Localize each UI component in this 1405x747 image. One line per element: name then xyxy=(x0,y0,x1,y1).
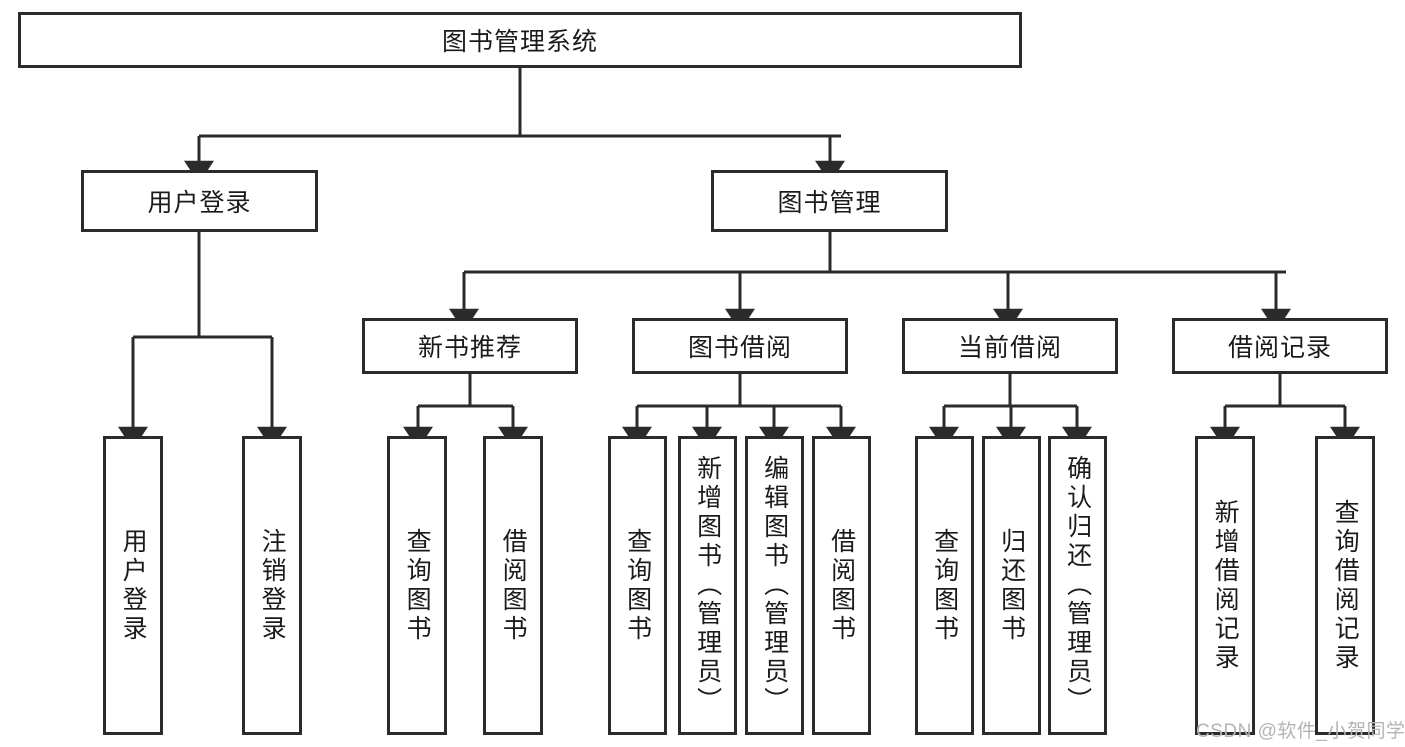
node-book-manage[interactable]: 图书管理 xyxy=(711,170,948,232)
node-leaf-add-record-label: 新增借阅记录 xyxy=(1211,498,1240,673)
node-leaf-user-login-label: 用户登录 xyxy=(119,527,148,644)
node-borrow-record[interactable]: 借阅记录 xyxy=(1172,318,1388,374)
node-leaf-query-book-rec-label: 查询图书 xyxy=(403,527,432,644)
node-current-borrow-label: 当前借阅 xyxy=(957,334,1062,362)
node-new-book-rec[interactable]: 新书推荐 xyxy=(362,318,578,374)
node-leaf-query-book-borrow-label: 查询图书 xyxy=(623,527,652,644)
node-new-book-rec-label: 新书推荐 xyxy=(417,334,522,362)
node-leaf-edit-book-label: 编辑图书（管理员） xyxy=(760,455,789,716)
node-leaf-user-logout-label: 注销登录 xyxy=(258,527,287,644)
node-leaf-query-book-cur[interactable]: 查询图书 xyxy=(915,436,974,735)
node-current-borrow[interactable]: 当前借阅 xyxy=(902,318,1118,374)
node-user-login-label: 用户登录 xyxy=(147,189,252,217)
node-leaf-query-book-cur-label: 查询图书 xyxy=(930,527,959,644)
node-book-borrow-label: 图书借阅 xyxy=(687,334,792,362)
node-root[interactable]: 图书管理系统 xyxy=(18,12,1022,68)
node-leaf-borrow-book-rec-label: 借阅图书 xyxy=(499,527,528,644)
node-leaf-return-book[interactable]: 归还图书 xyxy=(982,436,1041,735)
node-book-manage-label: 图书管理 xyxy=(777,189,882,217)
node-user-login[interactable]: 用户登录 xyxy=(81,170,318,232)
node-leaf-confirm-return[interactable]: 确认归还（管理员） xyxy=(1048,436,1107,735)
node-leaf-add-book[interactable]: 新增图书（管理员） xyxy=(678,436,737,735)
csdn-watermark: CSDN @软件_小贺同学 xyxy=(1196,721,1405,742)
node-leaf-query-book-rec[interactable]: 查询图书 xyxy=(387,436,447,735)
node-root-label: 图书管理系统 xyxy=(441,28,598,56)
node-leaf-query-record[interactable]: 查询借阅记录 xyxy=(1315,436,1375,735)
node-leaf-add-book-label: 新增图书（管理员） xyxy=(693,455,722,716)
node-leaf-borrow-book-rec[interactable]: 借阅图书 xyxy=(483,436,543,735)
node-leaf-query-book-borrow[interactable]: 查询图书 xyxy=(608,436,667,735)
node-leaf-add-record[interactable]: 新增借阅记录 xyxy=(1195,436,1255,735)
node-leaf-user-logout[interactable]: 注销登录 xyxy=(242,436,302,735)
node-leaf-confirm-return-label: 确认归还（管理员） xyxy=(1063,455,1092,716)
node-leaf-edit-book[interactable]: 编辑图书（管理员） xyxy=(745,436,804,735)
node-leaf-user-login[interactable]: 用户登录 xyxy=(103,436,163,735)
node-book-borrow[interactable]: 图书借阅 xyxy=(632,318,848,374)
node-leaf-return-book-label: 归还图书 xyxy=(997,527,1026,644)
node-leaf-borrow-book-label: 借阅图书 xyxy=(827,527,856,644)
node-borrow-record-label: 借阅记录 xyxy=(1227,334,1332,362)
node-leaf-query-record-label: 查询借阅记录 xyxy=(1331,498,1360,673)
node-leaf-borrow-book[interactable]: 借阅图书 xyxy=(812,436,871,735)
